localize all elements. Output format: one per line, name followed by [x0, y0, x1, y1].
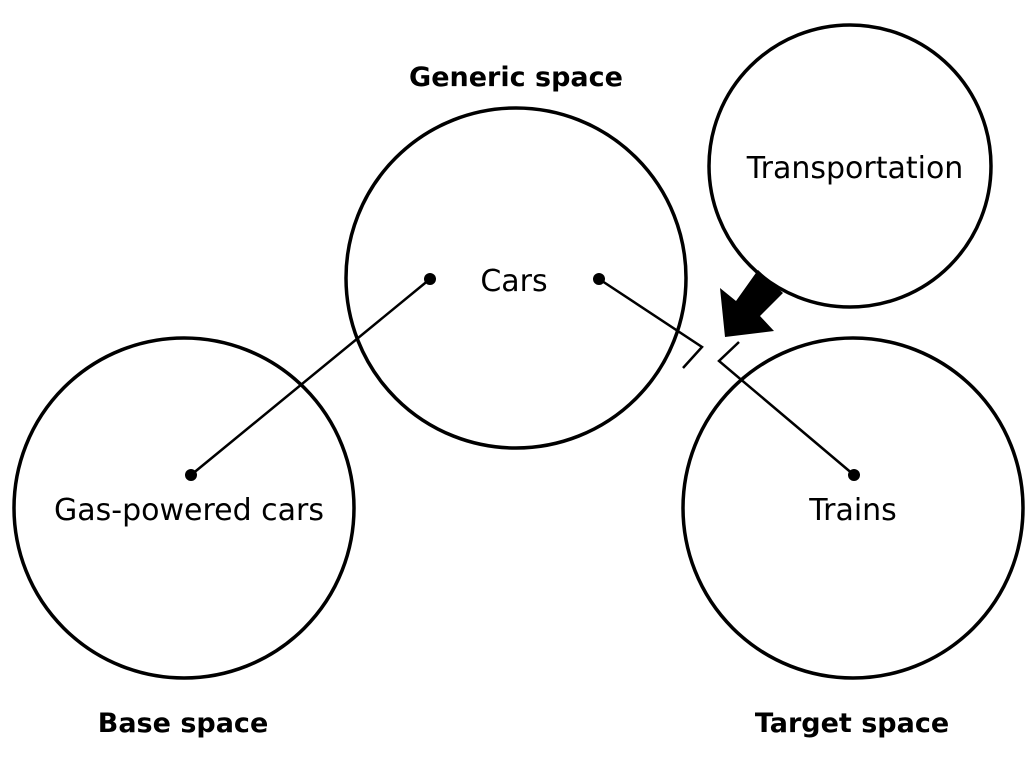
link-generic-target-part2 — [717, 341, 855, 476]
context-concept: Transportation — [746, 151, 964, 186]
generic-right-dot — [593, 273, 605, 285]
target-space-title: Target space — [755, 708, 949, 739]
transportation-circle — [707, 23, 993, 309]
base-space-circle — [12, 336, 356, 680]
generic-space-concept: Cars — [480, 264, 547, 299]
generic-space-title: Generic space — [409, 62, 623, 93]
target-dot — [848, 469, 860, 481]
base-dot — [185, 469, 197, 481]
generic-left-dot — [424, 273, 436, 285]
target-space-circle — [681, 336, 1025, 680]
link-generic-target-part1 — [598, 277, 704, 369]
generic-space-circle — [344, 106, 688, 450]
base-space-concept: Gas-powered cars — [54, 493, 324, 528]
target-space-concept: Trains — [808, 493, 897, 528]
link-generic-base — [190, 278, 431, 476]
context-arrow-icon — [720, 270, 783, 337]
base-space-title: Base space — [98, 708, 269, 739]
